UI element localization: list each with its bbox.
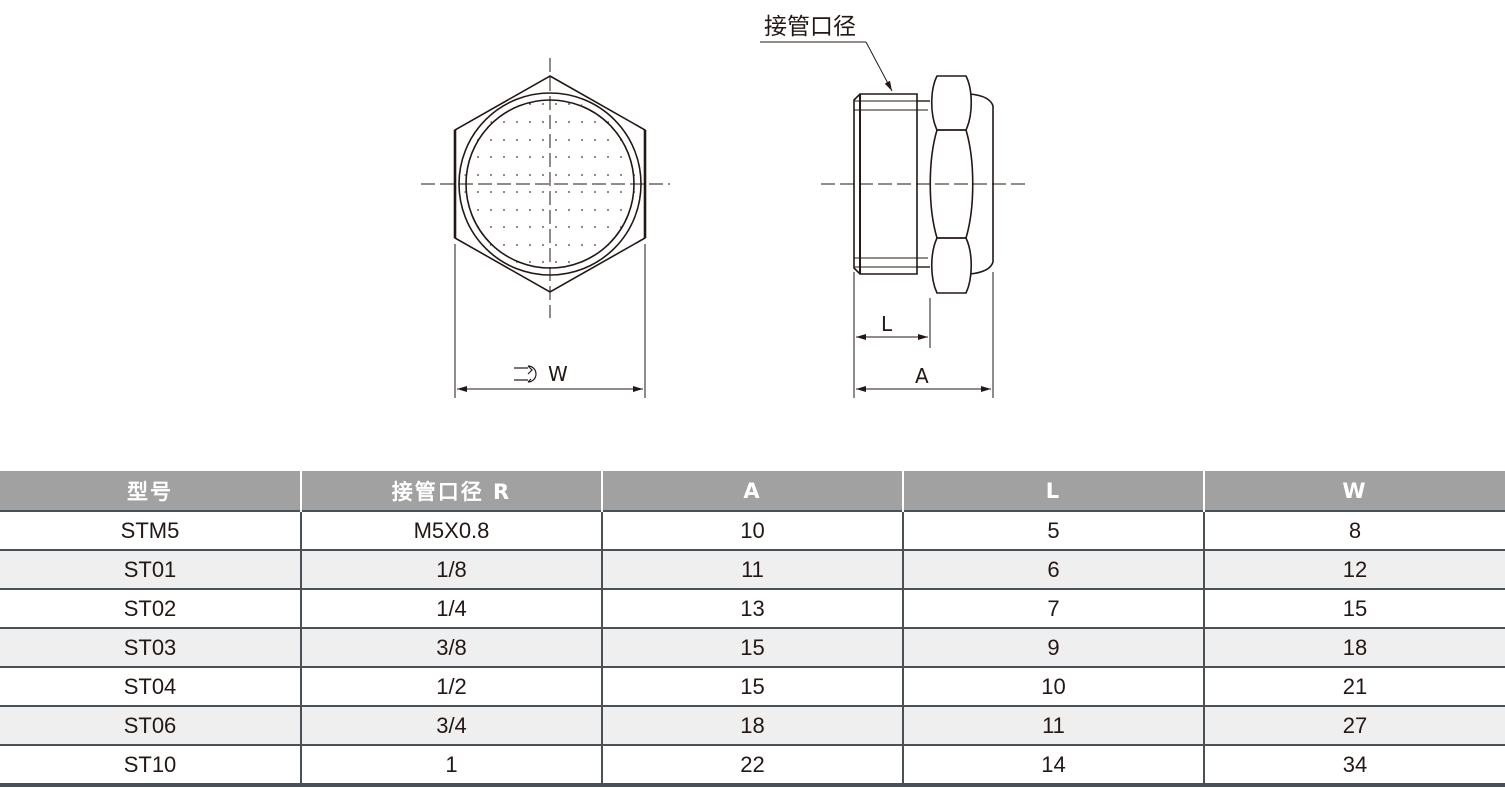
- technical-drawing: W 接管口径 L A: [421, 14, 1025, 398]
- callout-pipe-diameter: 接管口径: [764, 14, 856, 40]
- cell-A: 18: [601, 705, 903, 745]
- cell-L: 5: [902, 510, 1204, 550]
- side-view: [760, 41, 1025, 398]
- table-row: ST10 1 22 14 34: [0, 744, 1505, 787]
- cell-port-size: 1: [300, 744, 602, 787]
- cell-model: ST06: [0, 705, 301, 745]
- cell-L: 10: [902, 666, 1204, 706]
- cell-port-size: 1/8: [300, 549, 602, 589]
- col-header-model: 型号: [0, 471, 301, 511]
- dim-label-W: W: [548, 362, 568, 386]
- table-row: ST02 1/4 13 7 15: [0, 588, 1505, 628]
- cell-model: STM5: [0, 510, 301, 550]
- col-header-L: L: [902, 471, 1204, 511]
- cell-W: 34: [1203, 744, 1505, 787]
- cell-model: ST10: [0, 744, 301, 787]
- cell-L: 11: [902, 705, 1204, 745]
- spec-table: 型号 接管口径 R A L W STM5 M5X0.8 10 5 8 ST01 …: [0, 471, 1505, 787]
- cell-port-size: 1/4: [300, 588, 602, 628]
- table-row: ST01 1/8 11 6 12: [0, 549, 1505, 589]
- table-row: ST06 3/4 18 11 27: [0, 705, 1505, 745]
- dim-label-L: L: [881, 312, 893, 336]
- cell-model: ST04: [0, 666, 301, 706]
- cell-model: ST02: [0, 588, 301, 628]
- table-row: ST03 3/8 15 9 18: [0, 627, 1505, 667]
- cell-port-size: 1/2: [300, 666, 602, 706]
- cell-A: 15: [601, 627, 903, 667]
- col-header-port-size: 接管口径 R: [300, 471, 602, 511]
- table-row: ST04 1/2 15 10 21: [0, 666, 1505, 706]
- cell-A: 15: [601, 666, 903, 706]
- cell-W: 18: [1203, 627, 1505, 667]
- cell-W: 15: [1203, 588, 1505, 628]
- cell-port-size: M5X0.8: [300, 510, 602, 550]
- cell-W: 27: [1203, 705, 1505, 745]
- dim-label-A: A: [915, 364, 929, 388]
- table-row: STM5 M5X0.8 10 5 8: [0, 510, 1505, 550]
- front-view: [421, 58, 670, 398]
- cell-port-size: 3/4: [300, 705, 602, 745]
- col-header-W: W: [1203, 471, 1505, 511]
- wrench-icon: [514, 365, 537, 383]
- cell-A: 11: [601, 549, 903, 589]
- cell-L: 9: [902, 627, 1204, 667]
- cell-A: 22: [601, 744, 903, 787]
- cell-model: ST03: [0, 627, 301, 667]
- cell-W: 8: [1203, 510, 1505, 550]
- cell-L: 6: [902, 549, 1204, 589]
- cell-port-size: 3/8: [300, 627, 602, 667]
- cell-W: 21: [1203, 666, 1505, 706]
- cell-W: 12: [1203, 549, 1505, 589]
- cell-A: 10: [601, 510, 903, 550]
- table-header-row: 型号 接管口径 R A L W: [0, 471, 1505, 511]
- cell-A: 13: [601, 588, 903, 628]
- col-header-A: A: [601, 471, 903, 511]
- cell-model: ST01: [0, 549, 301, 589]
- cell-L: 7: [902, 588, 1204, 628]
- cell-L: 14: [902, 744, 1204, 787]
